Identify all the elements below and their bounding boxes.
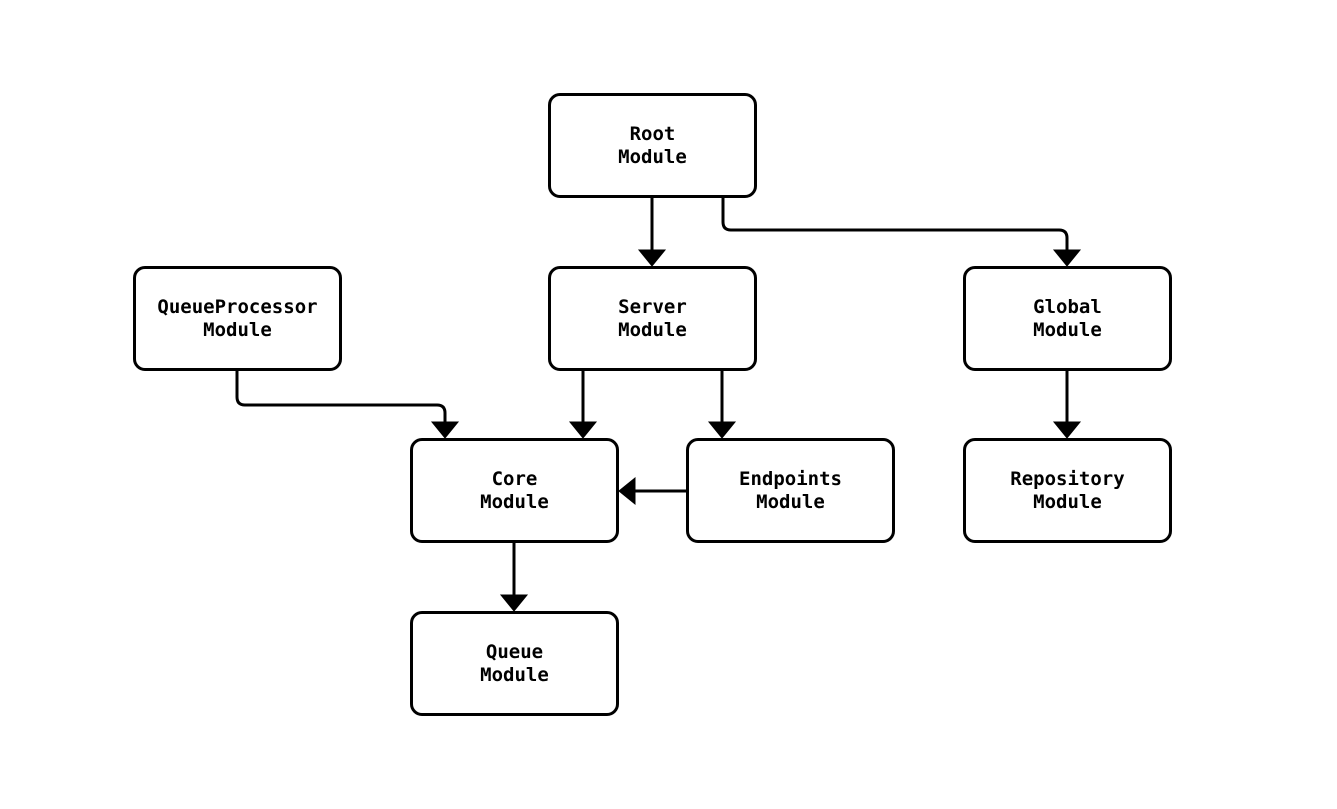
node-label-line2: Module xyxy=(480,663,549,686)
node-label-line2: Module xyxy=(480,490,549,513)
node-label-line2: Module xyxy=(203,318,272,341)
edge-server-to-core xyxy=(568,371,598,439)
node-label-line1: Queue xyxy=(485,640,544,663)
edge-endpoints-to-core xyxy=(618,476,686,506)
edge-root-to-server xyxy=(637,198,667,267)
edge-server-to-endpoints xyxy=(707,371,737,439)
node-label-line2: Module xyxy=(756,490,825,513)
node-label-line1: QueueProcessor xyxy=(157,295,318,318)
node-endpoints-module: Endpoints Module xyxy=(686,438,895,543)
node-global-module: Global Module xyxy=(963,266,1172,371)
node-label-line2: Module xyxy=(618,318,687,341)
node-label-line1: Endpoints xyxy=(739,467,842,490)
node-label-line1: Root xyxy=(629,122,676,145)
node-label-line1: Global xyxy=(1033,295,1102,318)
node-queue-module: Queue Module xyxy=(410,611,619,716)
node-server-module: Server Module xyxy=(548,266,757,371)
node-root-module: Root Module xyxy=(548,93,757,198)
node-label-line2: Module xyxy=(1033,490,1102,513)
node-repository-module: Repository Module xyxy=(963,438,1172,543)
node-core-module: Core Module xyxy=(410,438,619,543)
edge-core-to-queue xyxy=(499,543,529,612)
node-label-line2: Module xyxy=(1033,318,1102,341)
edge-queueprocessor-to-core xyxy=(235,371,460,439)
node-label-line1: Repository xyxy=(1010,467,1125,490)
node-label-line1: Core xyxy=(491,467,538,490)
node-label-line1: Server xyxy=(618,295,687,318)
node-queueprocessor-module: QueueProcessor Module xyxy=(133,266,342,371)
edge-root-to-global xyxy=(721,198,1082,267)
node-label-line2: Module xyxy=(618,145,687,168)
edge-global-to-repository xyxy=(1052,371,1082,439)
